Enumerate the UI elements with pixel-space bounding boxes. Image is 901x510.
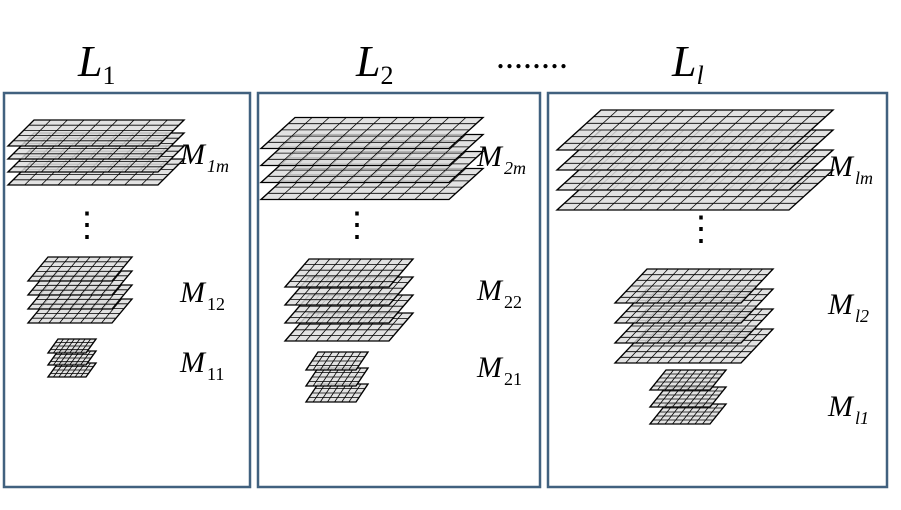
level-l-panel bbox=[546, 91, 889, 489]
stack-m-12-plane bbox=[26, 256, 134, 282]
grid-stacks bbox=[6, 109, 835, 425]
level-1-panel bbox=[2, 91, 252, 489]
stack-m-22-plane bbox=[283, 258, 415, 288]
level-l-title: Ll bbox=[671, 37, 704, 90]
stack-m-22 bbox=[283, 258, 415, 342]
level-1-title: L1 bbox=[77, 37, 115, 90]
level-1-vertical-ellipsis: ⋮ bbox=[70, 207, 104, 244]
levels-ellipsis: ........ bbox=[496, 36, 568, 76]
stack-m-l2-plane bbox=[613, 268, 775, 304]
stack-m-21-plane bbox=[304, 367, 370, 387]
level-2-title: L2 bbox=[355, 37, 393, 90]
level-2-vertical-ellipsis: ⋮ bbox=[340, 207, 374, 244]
stack-m-1m bbox=[6, 119, 186, 186]
stack-m-21-plane bbox=[304, 351, 370, 371]
stack-m-1m-plane bbox=[6, 119, 186, 147]
stack-m-l1-plane bbox=[648, 369, 728, 391]
stack-m-21-plane bbox=[304, 383, 370, 403]
stack-m-l1-plane bbox=[648, 386, 728, 408]
stack-m-lm-plane bbox=[555, 109, 835, 151]
stack-m-l1 bbox=[648, 369, 728, 425]
stack-m-l2 bbox=[613, 268, 775, 364]
stack-m-2m-plane bbox=[259, 116, 485, 150]
stack-m-11 bbox=[46, 338, 98, 378]
stack-m-11-plane bbox=[46, 338, 98, 354]
stack-m-lm bbox=[555, 109, 835, 211]
stack-m-12 bbox=[26, 256, 134, 324]
level-l-vertical-ellipsis: ⋮ bbox=[684, 211, 718, 248]
stack-m-2m bbox=[259, 116, 485, 201]
stack-m-21 bbox=[304, 351, 370, 403]
level-2-panel bbox=[256, 91, 542, 489]
